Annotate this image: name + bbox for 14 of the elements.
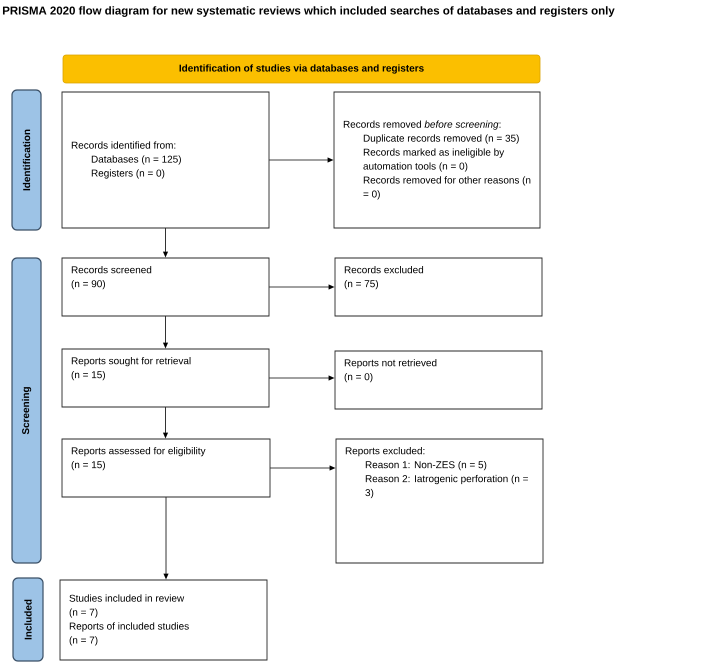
phase-label-band: Identification: [11, 89, 42, 231]
process-box: Reports not retrieved (n = 0): [334, 350, 542, 410]
process-box: Reports assessed for eligibility (n = 15): [62, 438, 270, 498]
phase-label-band: Included: [12, 577, 44, 662]
process-box: Reports sought for retrieval (n = 15): [62, 348, 270, 408]
process-box: Reports excluded: Reason 1: Non-ZES (n = 5) Reason 2: Iatrogenic perforation (n = 3): [336, 438, 544, 564]
section-header-band: Identification of studies via databases and registers: [62, 54, 540, 84]
process-box: Records screened (n = 90): [62, 258, 270, 316]
title: PRISMA 2020 flow diagram for new systematic reviews which included searches of databases and registers only: [2, 6, 615, 17]
process-box: Records removed before screening: Duplicate records removed (n = 35) Records marked as ineligible by automation tools (n = 0) Records removed for other reasons (n = 0): [334, 92, 540, 228]
process-box: Records excluded (n = 75): [334, 258, 542, 316]
phase-label-band: Screening: [11, 257, 42, 564]
process-box: Studies included in review (n = 7) Reports of included studies (n = 7): [60, 580, 268, 660]
process-box: Records identified from: Databases (n = 125) Registers (n = 0): [62, 92, 270, 228]
